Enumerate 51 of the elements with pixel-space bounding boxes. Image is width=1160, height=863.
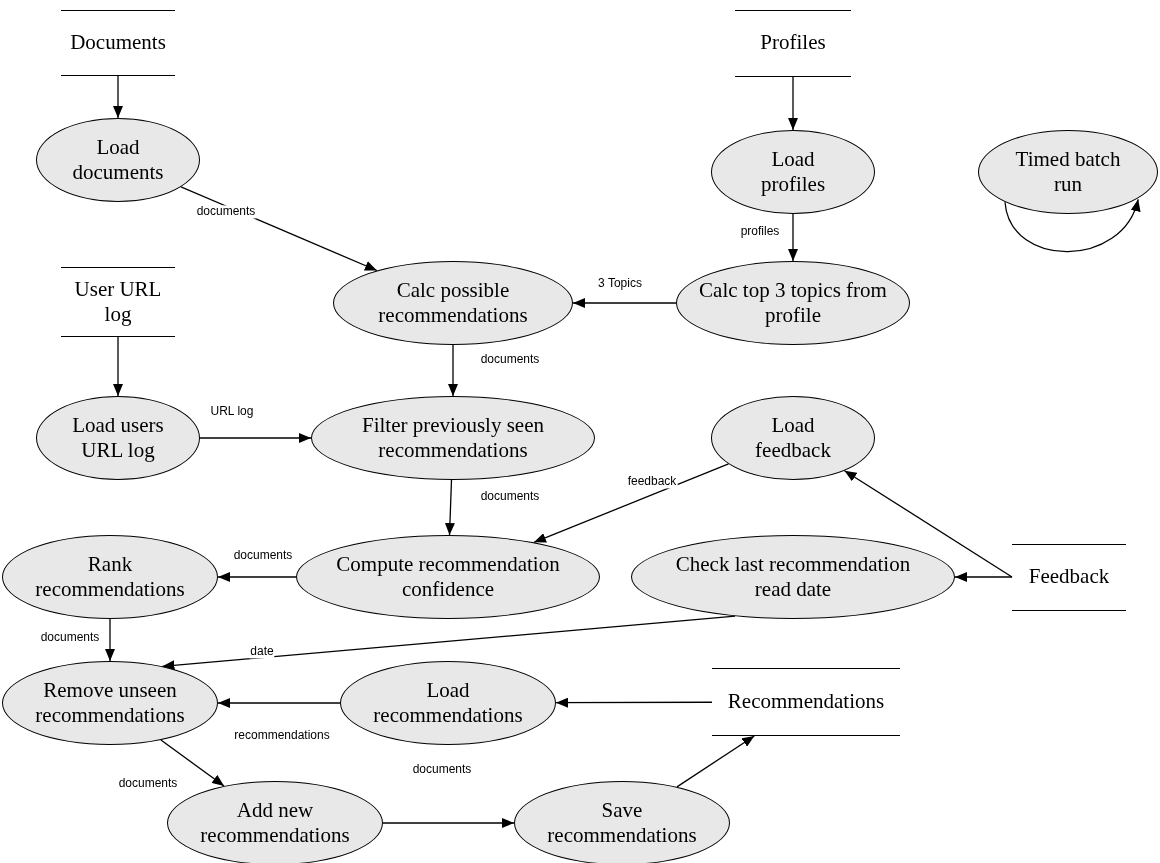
process-label: Add new recommendations bbox=[199, 797, 351, 849]
arrow bbox=[676, 735, 755, 788]
arrow bbox=[533, 463, 730, 543]
data-store bbox=[735, 9, 851, 77]
edge-label: date bbox=[249, 645, 275, 659]
data-store bbox=[1012, 543, 1126, 611]
process-label: Load recommendations bbox=[372, 677, 524, 729]
arrow bbox=[843, 470, 1013, 578]
process-label: Filter previously seen recommendations bbox=[361, 412, 545, 464]
loop-arrow bbox=[1004, 198, 1139, 253]
arrow bbox=[161, 615, 736, 671]
edge-label: documents bbox=[195, 205, 257, 219]
data-store bbox=[61, 10, 175, 76]
process-label: Load profiles bbox=[759, 146, 827, 198]
arrow bbox=[160, 739, 225, 787]
process-label: Compute recommendation confidence bbox=[335, 551, 561, 603]
process-label: Save recommendations bbox=[546, 797, 698, 849]
process-label: Calc top 3 topics from profile bbox=[698, 277, 888, 329]
arrow bbox=[954, 572, 1013, 582]
process-label: Remove unseen recommendations bbox=[34, 677, 186, 729]
arrow bbox=[555, 697, 713, 708]
arrow bbox=[217, 698, 341, 708]
arrow bbox=[448, 344, 458, 397]
edge-label: feedback bbox=[626, 475, 678, 489]
process-label: Load documents bbox=[71, 134, 165, 186]
process-label: Calc possible recommendations bbox=[377, 277, 529, 329]
arrow bbox=[788, 75, 798, 131]
arrow bbox=[113, 75, 123, 119]
arrow bbox=[105, 618, 115, 662]
store-label: Profiles bbox=[760, 30, 826, 56]
arrow bbox=[217, 572, 297, 582]
edge-label: profiles bbox=[739, 225, 781, 239]
process-label: Timed batch run bbox=[1014, 146, 1122, 198]
arrow bbox=[199, 433, 312, 443]
edge-label: URL log bbox=[209, 405, 255, 419]
store-label: User URL log bbox=[73, 276, 163, 328]
process-label: Load feedback bbox=[754, 412, 832, 464]
arrow bbox=[444, 479, 455, 536]
store-label: Recommendations bbox=[727, 689, 885, 715]
data-store bbox=[61, 267, 175, 337]
process-label: Rank recommendations bbox=[34, 551, 186, 603]
store-label: Documents bbox=[70, 30, 166, 56]
arrow bbox=[788, 213, 798, 262]
arrow bbox=[113, 336, 123, 397]
process-label: Check last recommendation read date bbox=[674, 551, 912, 603]
arrow bbox=[572, 298, 677, 308]
arrow bbox=[382, 818, 515, 828]
edge-label: 3 Topics bbox=[597, 277, 643, 291]
process-label: Load users URL log bbox=[71, 412, 165, 464]
store-label: Feedback bbox=[1028, 564, 1110, 590]
data-store bbox=[712, 668, 900, 736]
